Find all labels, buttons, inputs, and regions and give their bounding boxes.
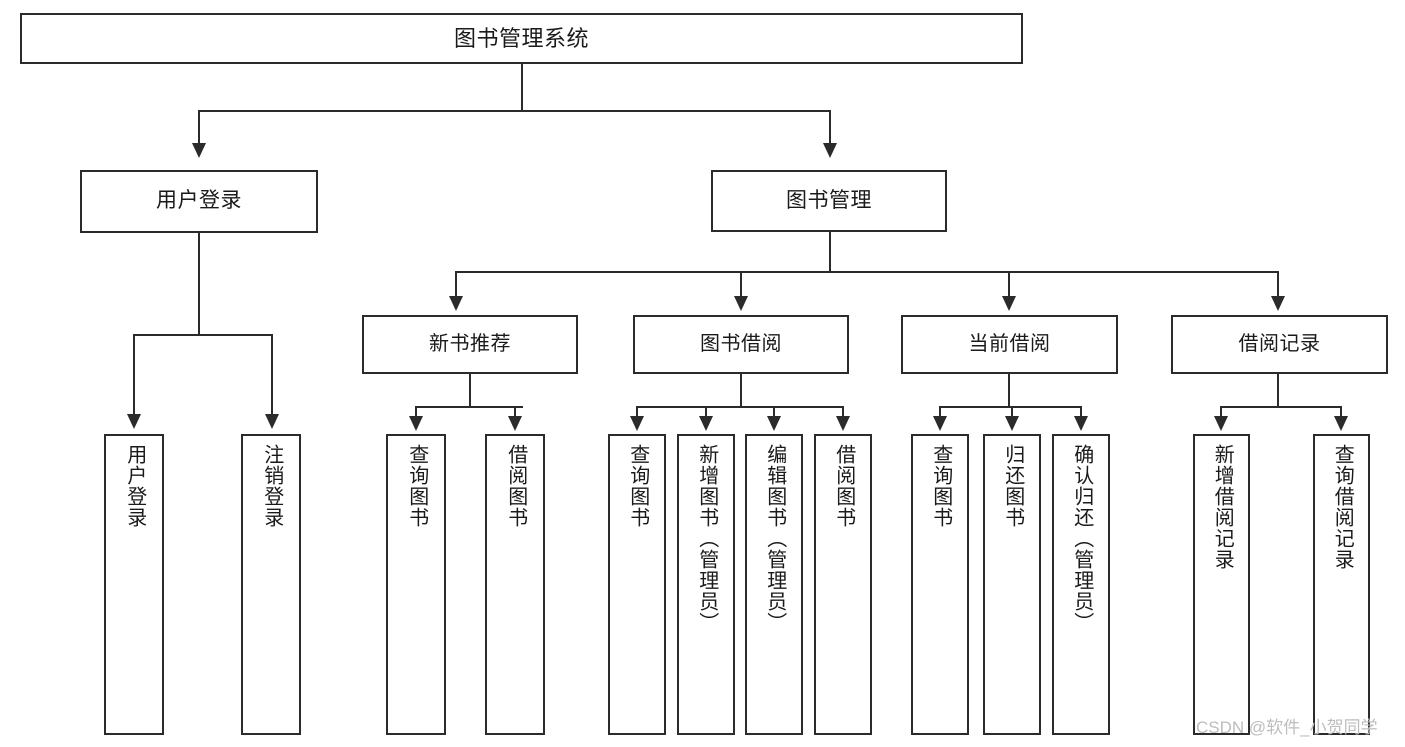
- node-leaf-query-book-rec[interactable]: 查询图书: [386, 434, 446, 735]
- arrow-to-book-manage: [823, 143, 837, 158]
- node-user-login[interactable]: 用户登录: [80, 170, 318, 233]
- connector-bookmanage-trunk: [829, 232, 831, 273]
- node-label: 用户登录: [156, 189, 242, 213]
- node-label: 当前借阅: [968, 333, 1051, 355]
- node-leaf-query-book-current[interactable]: 查询图书: [911, 434, 969, 735]
- node-leaf-user-logout[interactable]: 注销登录: [241, 434, 301, 735]
- node-label: 图书借阅: [700, 333, 782, 355]
- connector-root-trunk: [521, 64, 523, 112]
- connector-bookmanage-bus: [455, 271, 1279, 273]
- node-root-system[interactable]: 图书管理系统: [20, 13, 1023, 64]
- connector-borrowrecord-drop-1: [1220, 406, 1222, 419]
- connector-newbook-bus: [415, 406, 523, 408]
- node-label: 新增借阅记录: [1211, 444, 1234, 570]
- node-leaf-edit-book-admin[interactable]: 编辑图书（管理员）: [745, 434, 803, 735]
- connector-bookmanage-drop-4: [1277, 271, 1279, 298]
- node-label: 确认归还（管理员）: [1070, 444, 1093, 633]
- node-label: 查询图书: [929, 444, 952, 528]
- node-leaf-query-borrow-record[interactable]: 查询借阅记录: [1313, 434, 1370, 735]
- connector-bookborrow-drop-4: [842, 406, 844, 419]
- node-book-manage[interactable]: 图书管理: [711, 170, 947, 232]
- connector-bookmanage-drop-1: [455, 271, 457, 298]
- arrow-to-leaf-query-borrow-record: [1334, 416, 1348, 431]
- arrow-to-leaf-user-login: [127, 414, 141, 429]
- node-label: 归还图书: [1001, 444, 1024, 528]
- node-label: 新增图书（管理员）: [695, 444, 718, 633]
- connector-bookborrow-drop-3: [773, 406, 775, 419]
- arrow-to-leaf-add-borrow-record: [1214, 416, 1228, 431]
- node-label: 借阅图书: [832, 444, 855, 528]
- node-leaf-confirm-return-admin[interactable]: 确认归还（管理员）: [1052, 434, 1110, 735]
- node-label: 借阅记录: [1238, 333, 1321, 355]
- connector-currentborrow-trunk: [1008, 374, 1010, 407]
- arrow-to-book-borrow: [734, 296, 748, 311]
- node-borrow-record[interactable]: 借阅记录: [1171, 315, 1388, 374]
- connector-currentborrow-drop-1: [939, 406, 941, 419]
- connector-bookmanage-drop-2: [740, 271, 742, 298]
- arrow-to-leaf-edit-book-admin: [767, 416, 781, 431]
- node-label: 查询图书: [405, 444, 428, 528]
- connector-userlogin-drop-2: [271, 334, 273, 416]
- node-label: 注销登录: [260, 444, 283, 528]
- node-label: 编辑图书（管理员）: [763, 444, 786, 633]
- node-label: 查询图书: [626, 444, 649, 528]
- connector-borrowrecord-trunk: [1277, 374, 1279, 407]
- connector-root-drop-left: [198, 110, 200, 146]
- node-leaf-borrow-book-rec[interactable]: 借阅图书: [485, 434, 545, 735]
- node-leaf-add-borrow-record[interactable]: 新增借阅记录: [1193, 434, 1250, 735]
- arrow-to-user-login: [192, 143, 206, 158]
- connector-currentborrow-bus: [939, 406, 1081, 408]
- arrow-to-leaf-query-book-current: [933, 416, 947, 431]
- arrow-to-borrow-record: [1271, 296, 1285, 311]
- connector-root-drop-right: [829, 110, 831, 146]
- node-leaf-borrow-book[interactable]: 借阅图书: [814, 434, 872, 735]
- arrow-to-current-borrow: [1002, 296, 1016, 311]
- node-leaf-add-book-admin[interactable]: 新增图书（管理员）: [677, 434, 735, 735]
- connector-borrowrecord-drop-2: [1340, 406, 1342, 419]
- node-book-borrow[interactable]: 图书借阅: [633, 315, 849, 374]
- arrow-to-new-book-recommend: [449, 296, 463, 311]
- node-label: 图书管理系统: [453, 25, 589, 51]
- connector-borrowrecord-bus: [1220, 406, 1341, 408]
- connector-bookmanage-drop-3: [1008, 271, 1010, 298]
- connector-newbook-drop-2: [514, 406, 516, 419]
- arrow-to-leaf-query-book-borrow: [630, 416, 644, 431]
- connector-bookborrow-trunk: [740, 374, 742, 407]
- arrow-to-leaf-add-book-admin: [699, 416, 713, 431]
- connector-bookborrow-drop-2: [705, 406, 707, 419]
- node-current-borrow[interactable]: 当前借阅: [901, 315, 1118, 374]
- connector-newbook-drop-1: [415, 406, 417, 419]
- arrow-to-leaf-return-book: [1005, 416, 1019, 431]
- node-label: 借阅图书: [504, 444, 527, 528]
- node-label: 查询借阅记录: [1331, 444, 1354, 570]
- node-leaf-query-book-borrow[interactable]: 查询图书: [608, 434, 666, 735]
- arrow-to-leaf-query-book-rec: [409, 416, 423, 431]
- connector-bookborrow-bus: [636, 406, 843, 408]
- node-label: 新书推荐: [429, 333, 511, 355]
- arrow-to-leaf-confirm-return-admin: [1074, 416, 1088, 431]
- connector-currentborrow-drop-2: [1011, 406, 1013, 419]
- arrow-to-leaf-borrow-book: [836, 416, 850, 431]
- connector-bookborrow-drop-1: [636, 406, 638, 419]
- node-new-book-recommend[interactable]: 新书推荐: [362, 315, 578, 374]
- connector-userlogin-bus: [133, 334, 273, 336]
- connector-root-bus: [198, 110, 830, 112]
- connector-newbook-trunk: [469, 374, 471, 407]
- connector-currentborrow-drop-3: [1080, 406, 1082, 419]
- arrow-to-leaf-borrow-book-rec: [508, 416, 522, 431]
- node-leaf-return-book[interactable]: 归还图书: [983, 434, 1041, 735]
- connector-userlogin-drop-1: [133, 334, 135, 416]
- arrow-to-leaf-user-logout: [265, 414, 279, 429]
- connector-userlogin-trunk: [198, 233, 200, 335]
- node-label: 图书管理: [786, 188, 872, 212]
- node-leaf-user-login[interactable]: 用户登录: [104, 434, 164, 735]
- node-label: 用户登录: [123, 444, 146, 528]
